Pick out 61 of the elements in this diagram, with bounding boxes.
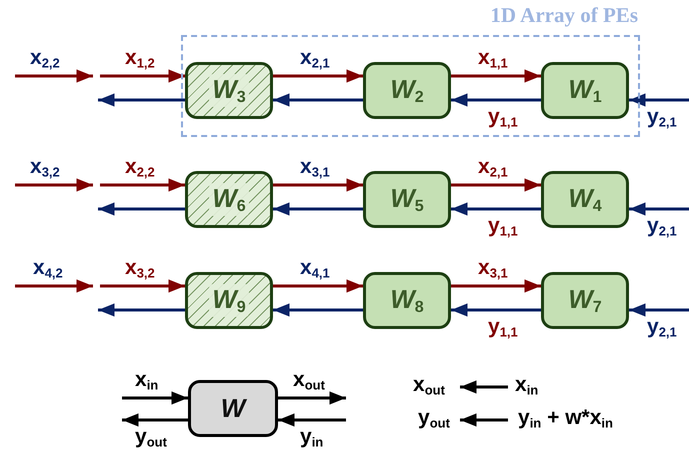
edge-label: y$_{1,1}$ bbox=[488, 316, 518, 338]
equation-term: x$_{in}$ bbox=[515, 374, 538, 396]
edge-label: y$_{out}$ bbox=[135, 426, 167, 448]
arrow bbox=[451, 69, 541, 83]
equation-term: y$_{in}$ + w*x$_{in}$ bbox=[518, 407, 613, 430]
edge-label: x$_{1,1}$ bbox=[478, 47, 508, 70]
process-box: W$_{4}$ bbox=[541, 171, 629, 228]
group-title: 1D Array of PEs bbox=[490, 3, 638, 28]
edge-label: x$_{4,1}$ bbox=[300, 257, 330, 280]
signal-label: x$_{4,2}$ bbox=[33, 257, 63, 280]
process-box: W$_{1}$ bbox=[541, 62, 629, 119]
edge-label: x$_{out}$ bbox=[293, 369, 325, 392]
edge-label: y$_{in}$ bbox=[300, 426, 324, 448]
equation-term: y$_{out}$ bbox=[418, 407, 450, 430]
edge-label: x$_{3,1}$ bbox=[478, 257, 508, 280]
arrow bbox=[100, 69, 185, 83]
arrow bbox=[98, 202, 185, 216]
arrow bbox=[278, 413, 346, 427]
arrow bbox=[451, 303, 541, 317]
arrow bbox=[100, 178, 185, 192]
process-box: W$_{5}$ bbox=[363, 171, 451, 228]
process-box: W$_{2}$ bbox=[363, 62, 451, 119]
arrow bbox=[451, 279, 541, 293]
edge-label: y$_{2,1}$ bbox=[647, 215, 677, 238]
edge-label: x$_{1,2}$ bbox=[125, 47, 155, 70]
arrow bbox=[629, 93, 689, 107]
arrow bbox=[451, 202, 541, 216]
edge-label: y$_{1,1}$ bbox=[488, 106, 518, 128]
process-box: W$_{7}$ bbox=[541, 272, 629, 329]
edge-label: y$_{2,1}$ bbox=[647, 316, 677, 338]
edge-label: x$_{3,2}$ bbox=[125, 257, 155, 280]
edge-label: y$_{1,1}$ bbox=[488, 215, 518, 238]
signal-label: x$_{3,2}$ bbox=[30, 156, 60, 178]
arrow bbox=[122, 391, 188, 405]
arrow bbox=[98, 303, 185, 317]
edge-label: x$_{3,1}$ bbox=[300, 156, 330, 178]
arrow bbox=[451, 93, 541, 107]
arrow bbox=[629, 202, 689, 216]
arrow bbox=[278, 391, 346, 405]
equation-term: x$_{out}$ bbox=[413, 374, 445, 396]
hatched-process-box: W$_{6}$ bbox=[185, 171, 273, 228]
process-box: W$_{8}$ bbox=[363, 272, 451, 329]
arrow bbox=[122, 413, 188, 427]
signal-label: x$_{2,2}$ bbox=[30, 47, 60, 70]
arrow bbox=[273, 93, 363, 107]
arrow bbox=[100, 279, 185, 293]
hatched-process-box: W$_{3}$ bbox=[185, 62, 273, 119]
edge-label: y$_{2,1}$ bbox=[647, 106, 677, 128]
arrow bbox=[273, 178, 363, 192]
arrow bbox=[98, 93, 185, 107]
arrow bbox=[273, 69, 363, 83]
edge-label: x$_{2,1}$ bbox=[478, 156, 508, 178]
edge-label: x$_{2,1}$ bbox=[300, 47, 330, 70]
arrow bbox=[273, 279, 363, 293]
edge-label: x$_{in}$ bbox=[135, 369, 158, 392]
process-box: W bbox=[188, 380, 278, 437]
arrow bbox=[451, 178, 541, 192]
arrow bbox=[273, 202, 363, 216]
edge-label: x$_{2,2}$ bbox=[125, 156, 155, 178]
arrow bbox=[629, 303, 689, 317]
hatched-process-box: W$_{9}$ bbox=[185, 272, 273, 329]
